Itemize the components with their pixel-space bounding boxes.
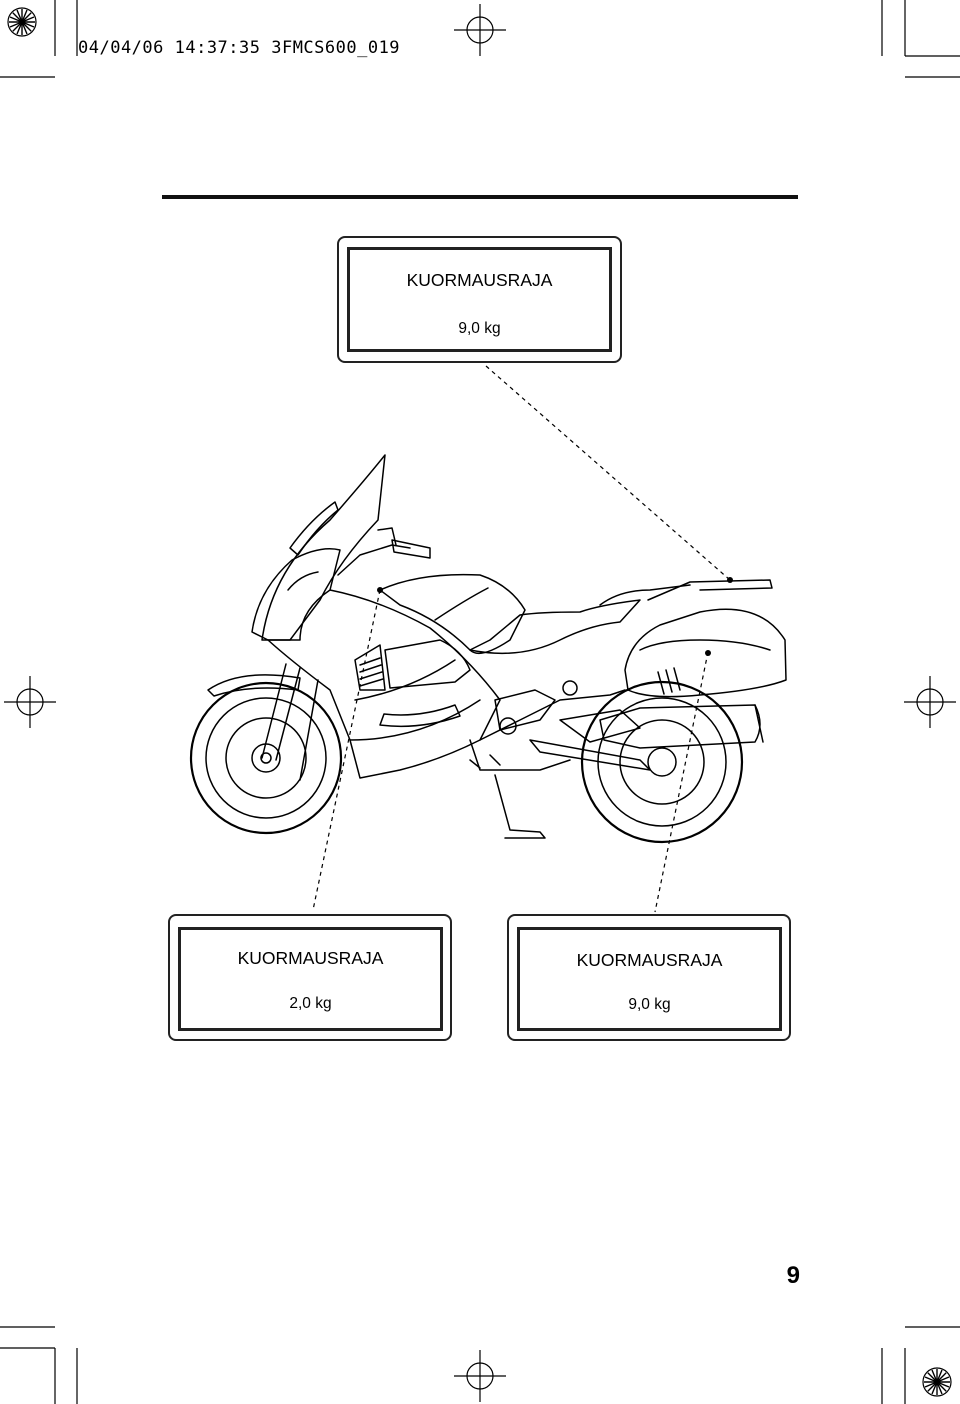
label-top-value: 9,0 kg [458, 320, 501, 337]
label-top-frame: KUORMAUSRAJA 9,0 kg [347, 247, 612, 352]
label-top-title: KUORMAUSRAJA [406, 270, 553, 290]
print-header: 04/04/06 14:37:35 3FMCS600_019 [78, 38, 401, 58]
section-rule [162, 195, 798, 199]
starburst-mark-bottom-right [922, 1367, 952, 1397]
label-bottom-right-title: KUORMAUSRAJA [576, 950, 723, 970]
starburst-mark-top-left [7, 7, 37, 37]
leader-dots [377, 577, 733, 656]
label-bottom-right-frame: KUORMAUSRAJA 9,0 kg [517, 927, 782, 1031]
page-number: 9 [786, 1262, 800, 1289]
registration-mark-bottom [453, 1349, 507, 1403]
motorcycle-illustration [189, 454, 787, 844]
label-bottom-left: KUORMAUSRAJA 2,0 kg [168, 914, 452, 1041]
label-bottom-right-value: 9,0 kg [628, 996, 671, 1013]
registration-mark-right [903, 675, 957, 729]
label-bottom-left-frame: KUORMAUSRAJA 2,0 kg [178, 927, 443, 1031]
label-top: KUORMAUSRAJA 9,0 kg [337, 236, 622, 363]
label-bottom-left-title: KUORMAUSRAJA [237, 948, 384, 968]
registration-mark-top [453, 3, 507, 57]
label-bottom-left-value: 2,0 kg [289, 995, 332, 1012]
registration-mark-left [3, 675, 57, 729]
label-bottom-right: KUORMAUSRAJA 9,0 kg [507, 914, 791, 1041]
leader-lines [312, 365, 731, 913]
